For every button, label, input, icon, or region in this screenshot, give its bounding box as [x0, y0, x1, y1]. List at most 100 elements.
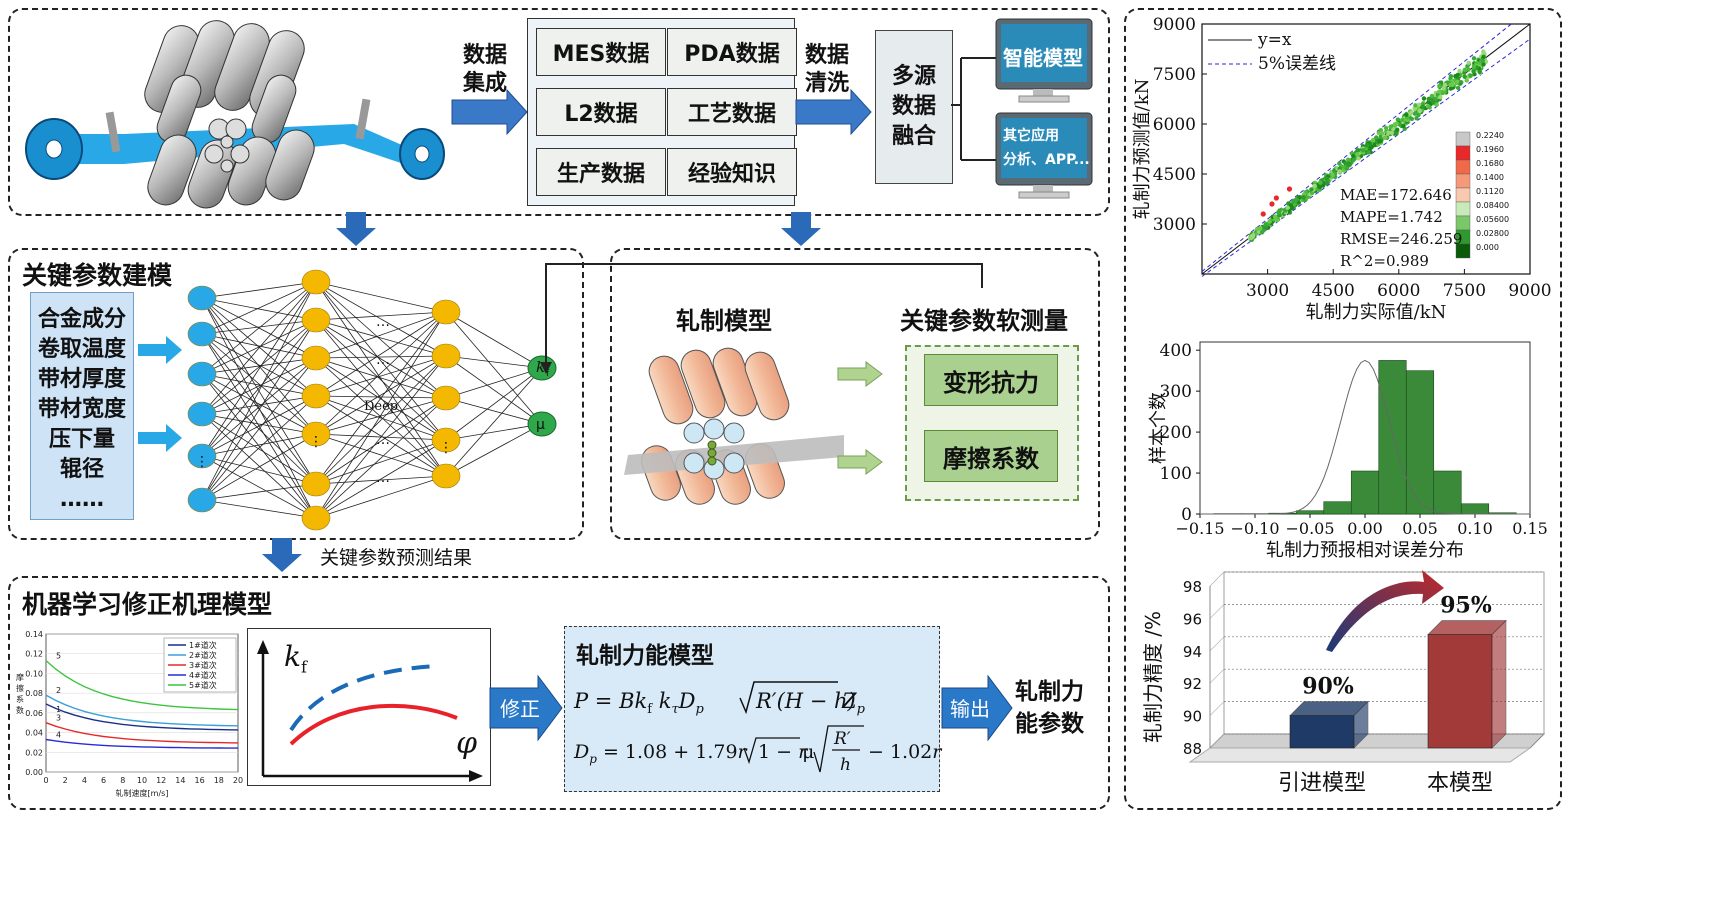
nn-node [431, 427, 461, 453]
scatter-point [1420, 104, 1425, 110]
scatter-metric: R^2=0.989 [1340, 252, 1429, 270]
scatter-point [1290, 206, 1295, 211]
svg-text:μ: μ [802, 741, 814, 763]
monitor1-label: 智能模型 [1003, 46, 1083, 70]
scatter-point [1404, 112, 1409, 118]
hist-bar [1350, 470, 1380, 515]
scatter-point [1437, 83, 1442, 89]
scatter-outlier-point [1260, 211, 1266, 217]
param-item: 卷取温度 [37, 337, 126, 362]
scatter-point [1283, 208, 1288, 213]
scatter-point [1383, 125, 1389, 131]
scatter-point [1337, 169, 1342, 174]
nn-edge [201, 281, 317, 457]
integrate-arrow [451, 88, 528, 136]
fric-curve [45, 660, 239, 711]
scatter-point [1394, 127, 1400, 132]
scatter-outlier-point [1269, 201, 1275, 207]
acc-bar-front [1289, 715, 1355, 749]
scatter-point [1426, 96, 1431, 102]
nn-edge [201, 333, 317, 397]
scatter-point [1365, 143, 1370, 148]
scatter-colorbar-cell [1455, 215, 1471, 231]
rolling-mill-illustration [25, 20, 445, 209]
svg-text:− 1.02r: − 1.02r [868, 741, 943, 763]
acc-grid-diag [1209, 604, 1225, 619]
scatter-point [1455, 79, 1460, 84]
nn-edge [315, 475, 447, 485]
acc-value-label: 95% [1440, 593, 1492, 619]
acc-bar-front [1427, 634, 1493, 749]
scatter-point [1409, 110, 1414, 115]
nn-edge [201, 281, 317, 501]
param-item: 带材宽度 [37, 397, 126, 422]
fric-xtick: 12 [156, 776, 166, 785]
param-item: 辊径 [59, 457, 104, 482]
acc-ylabel: 轧制力精度 /% [1141, 611, 1165, 743]
hist-xtick: 0.00 [1347, 519, 1383, 538]
rolling-model-title: 轧制模型 [676, 307, 772, 335]
scatter-point [1427, 105, 1432, 110]
scatter-point [1448, 82, 1453, 87]
input-arrows [138, 336, 182, 452]
kf-solid-curve [289, 703, 458, 746]
kf-phi-curves [257, 640, 483, 782]
fric-curve [45, 703, 239, 731]
scatter-ytick: 4500 [1153, 165, 1196, 185]
acc-grid-diag [1209, 668, 1225, 684]
fric-xtick: 20 [233, 776, 243, 785]
svg-text:1 − r: 1 − r [758, 741, 809, 763]
scatter-point [1360, 148, 1366, 153]
fric-xtick: 0 [43, 776, 48, 785]
acc-bar-side [1353, 700, 1369, 749]
nn-edge [201, 319, 317, 415]
fric-ytick: 0.10 [25, 669, 43, 678]
nn-node [431, 343, 461, 369]
nn-edge [201, 413, 317, 435]
param-item: 压下量 [48, 427, 115, 452]
scatter-point [1464, 78, 1469, 83]
nn-vdots: ⋮ [439, 440, 453, 456]
nn-edge [201, 297, 317, 519]
fric-ytick: 0.14 [25, 630, 43, 639]
nn-edge [201, 483, 317, 501]
scatter-point [1429, 93, 1435, 99]
scatter-xtick: 9000 [1508, 281, 1551, 301]
scatter-colorbar-label: 0.02800 [1476, 229, 1509, 238]
nn-node [301, 269, 331, 295]
nn-edge [201, 357, 317, 375]
nn-edge [315, 319, 447, 399]
scatter-point [1272, 214, 1278, 219]
nn-edge [315, 311, 447, 321]
scatter-point [1414, 116, 1419, 121]
scatter-point [1395, 117, 1401, 122]
fric-curve-label: 3 [56, 714, 61, 723]
nn-edge [445, 311, 543, 425]
scatter-point [1416, 112, 1421, 118]
nn-edge [315, 319, 447, 441]
phi-axis-label: φ [456, 726, 478, 761]
fric-ylabel-char: 擦 [16, 683, 24, 693]
nn-edge [315, 281, 447, 399]
scatter-point [1324, 181, 1330, 186]
scatter-point [1400, 117, 1405, 123]
nn-edge [315, 395, 447, 477]
nn-hdots: … [376, 314, 390, 330]
scatter-colorbar-label: 0.1960 [1476, 145, 1504, 154]
nn-node [187, 443, 217, 469]
scatter-point [1369, 145, 1374, 150]
nn-edge [315, 395, 447, 399]
scatter-point [1378, 139, 1383, 144]
scatter-point [1267, 219, 1272, 224]
source-experience: 经验知识 [667, 148, 797, 196]
scatter-point [1431, 99, 1436, 105]
nn-edge [315, 355, 447, 485]
nn-edge [201, 395, 317, 415]
source-l2: L2数据 [536, 88, 666, 136]
nn-node [301, 471, 331, 497]
acc-ytick: 98 [1183, 578, 1202, 596]
nn-edge [315, 395, 447, 441]
scatter-point [1312, 183, 1317, 188]
